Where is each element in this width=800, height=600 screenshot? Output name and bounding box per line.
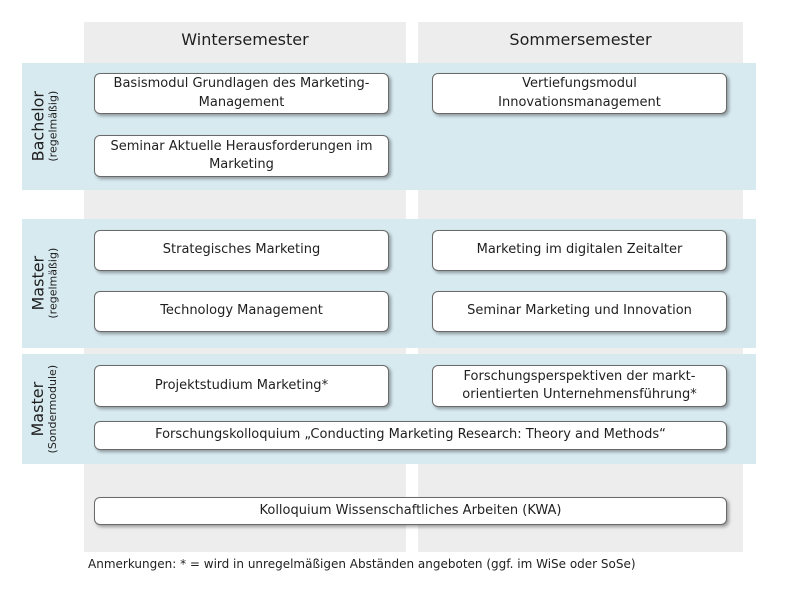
master-sondermodule-row-label: Master (Sondermodule) (22, 354, 66, 464)
module-marketing-digital: Marketing im digitalen Zeitalter (432, 230, 727, 271)
module-projektstudium: Projektstudium Marketing* (94, 365, 389, 407)
bachelor-row-label: Bachelor (regelmäßig) (22, 63, 66, 190)
footnote: Anmerkungen: * = wird in unregelmäßigen … (88, 557, 636, 571)
master-sublabel: (regelmäßig) (45, 248, 59, 319)
module-kwa: Kolloquium Wissenschaftliches Arbeiten (… (94, 497, 727, 525)
module-strategisches-marketing: Strategisches Marketing (94, 230, 389, 271)
master-sondermodule-sublabel: (Sondermodule) (45, 364, 59, 454)
module-seminar-herausforderungen: Seminar Aktuelle Herausforderungen im Ma… (94, 135, 389, 177)
bachelor-label: Bachelor (27, 91, 47, 162)
module-basismodul: Basismodul Grundlagen des Marketing-Mana… (94, 73, 389, 114)
module-technology-management: Technology Management (94, 291, 389, 332)
module-vertiefungsmodul: Vertiefungsmodul Innovationsmanagement (432, 73, 727, 114)
master-row-label: Master (regelmäßig) (22, 219, 66, 348)
master-label: Master (27, 256, 47, 311)
master-sondermodule-label: Master (27, 381, 47, 437)
module-forschungsperspektiven: Forschungsperspektiven der markt-orienti… (432, 365, 727, 407)
module-forschungskolloquium: Forschungskolloquium „Conducting Marketi… (94, 421, 727, 450)
module-seminar-innovation: Seminar Marketing und Innovation (432, 291, 727, 332)
sommersemester-header: Sommersemester (509, 30, 652, 49)
bachelor-sublabel: (regelmäßig) (45, 91, 59, 162)
wintersemester-header: Wintersemester (181, 30, 309, 49)
